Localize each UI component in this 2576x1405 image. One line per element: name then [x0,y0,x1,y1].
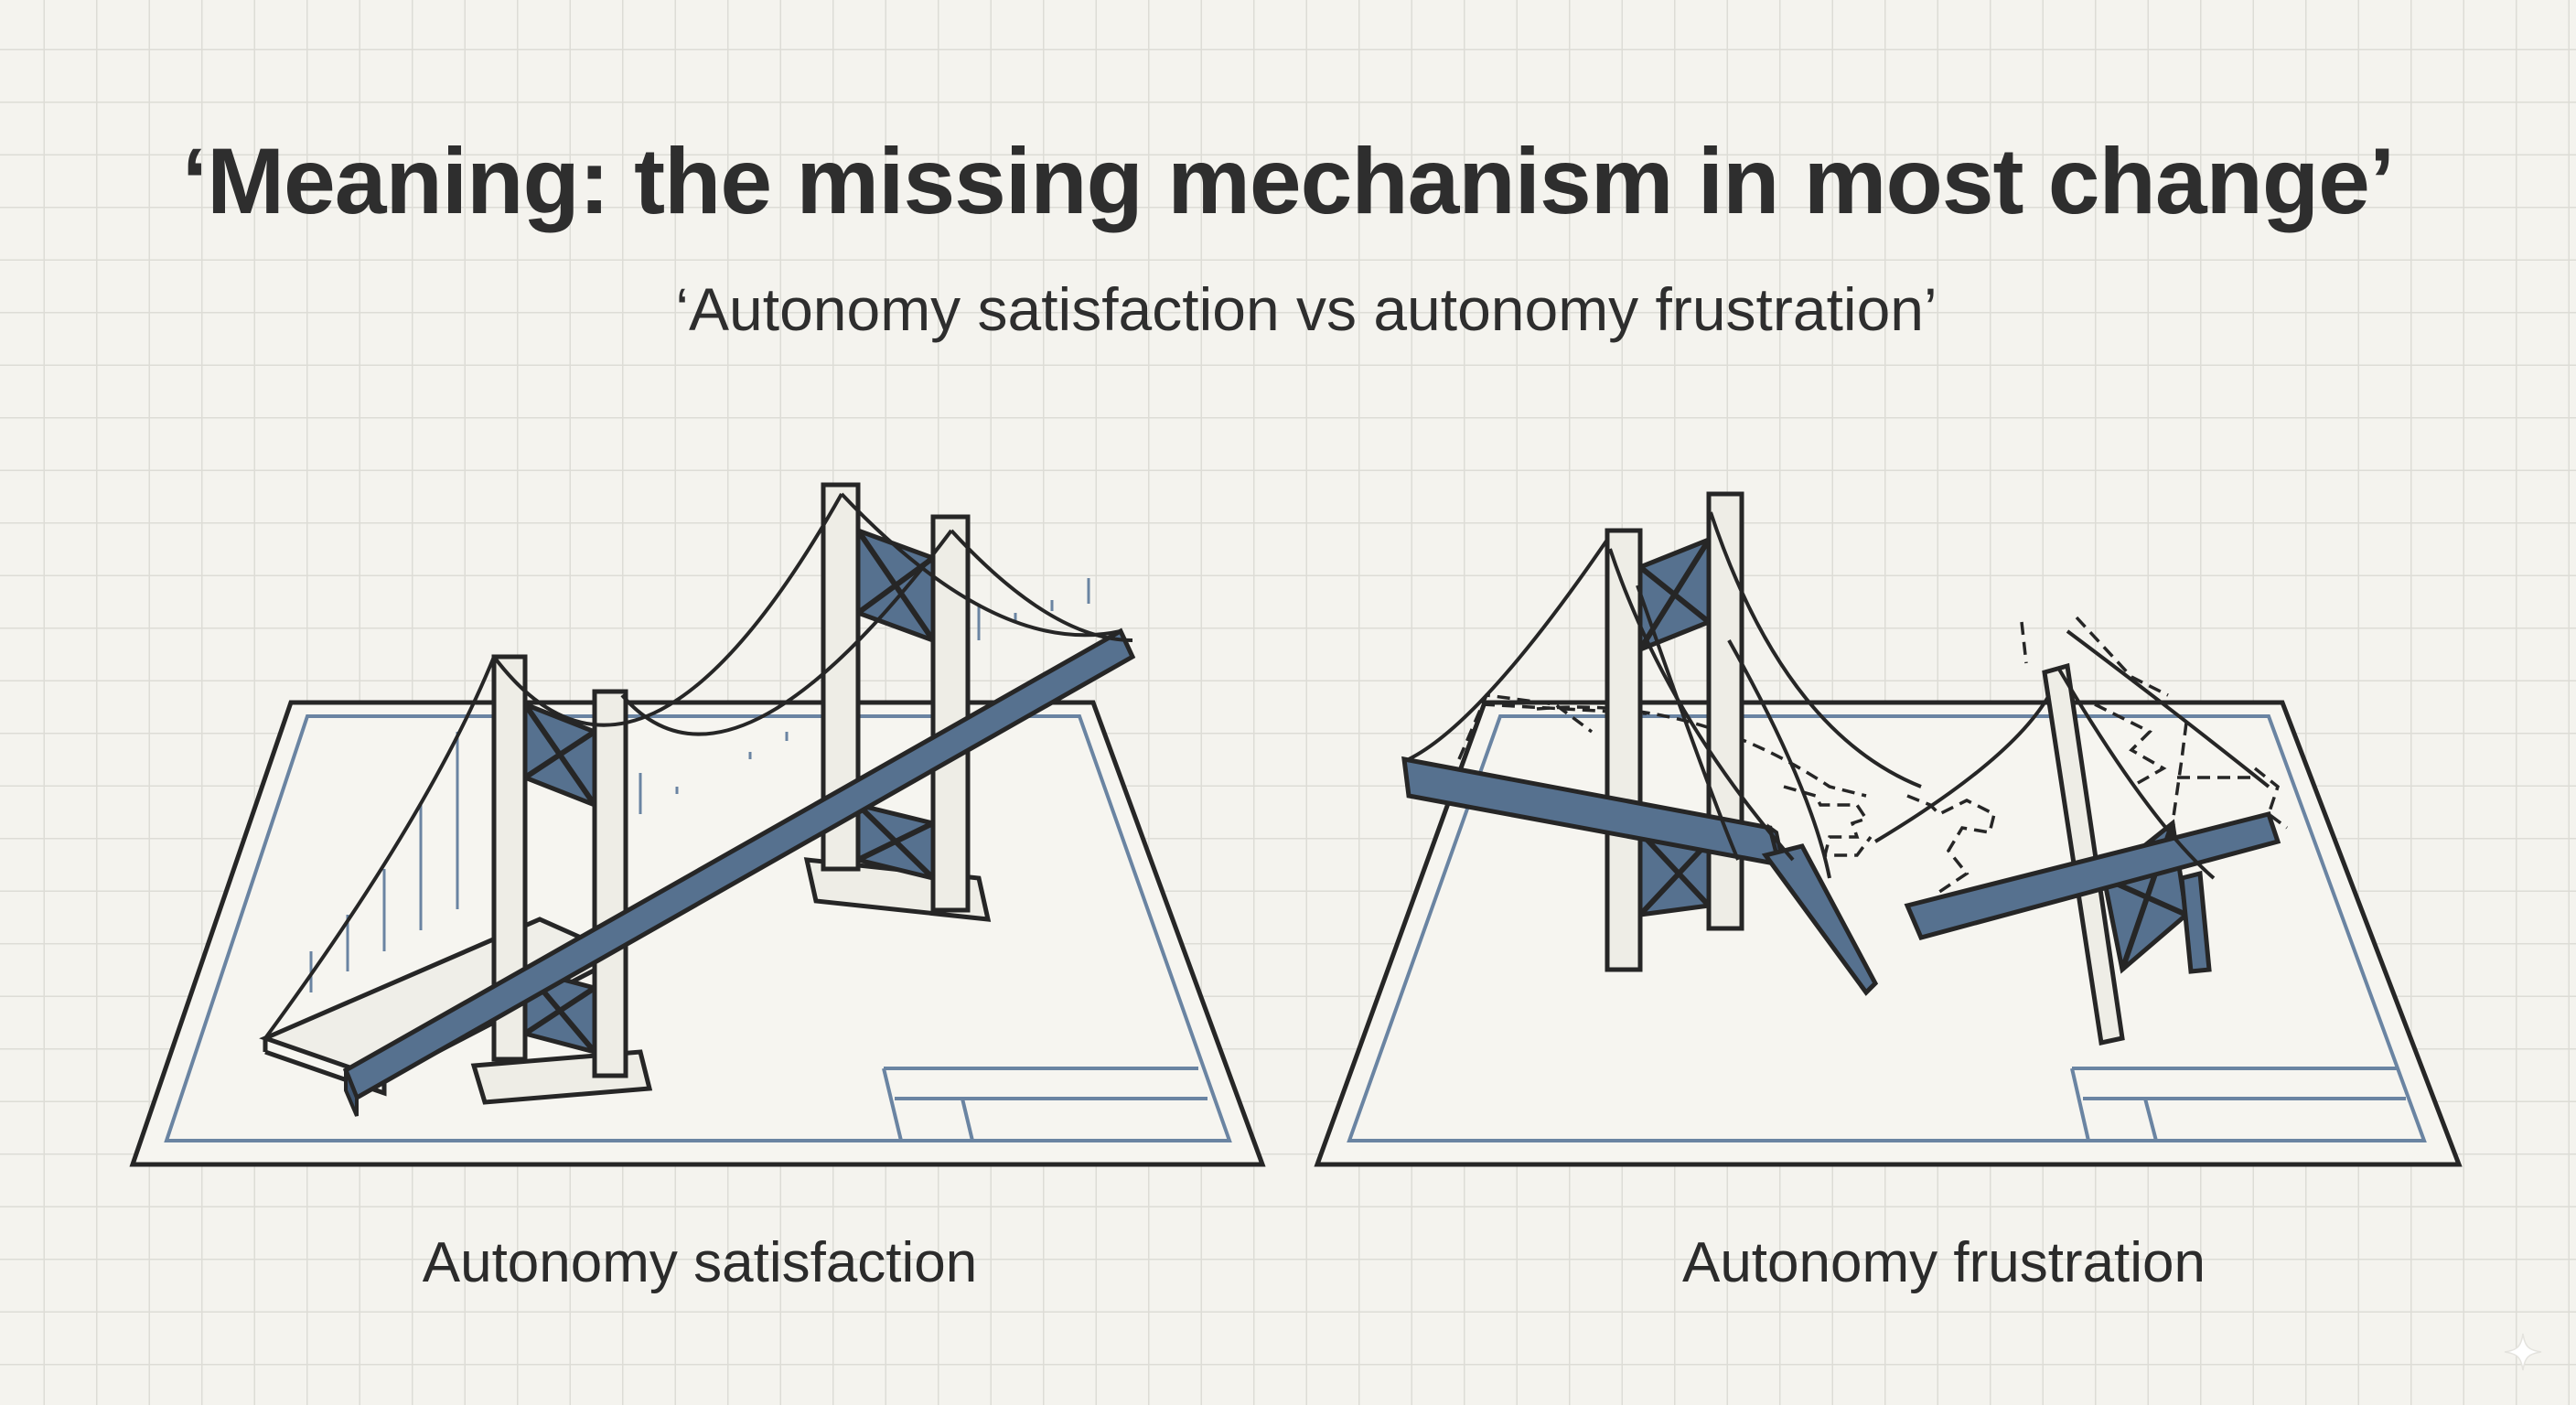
page-title: ‘Meaning: the missing mechanism in most … [181,129,2395,233]
broken-deck-fragment [1761,843,1879,996]
caption-autonomy-frustration: Autonomy frustration [1681,1231,2206,1294]
page-subtitle: ‘Autonomy satisfaction vs autonomy frust… [675,275,1937,343]
main-cables-left [263,492,1133,1040]
ghost-outline-dashed [1457,616,2289,894]
caption-autonomy-satisfaction: Autonomy satisfaction [422,1231,978,1294]
broken-deck-right-section [1904,811,2281,940]
cables-right [1408,511,2270,880]
deck-left [342,627,1136,1117]
blueprint-sheet-left [129,700,1266,1167]
sparkle-icon [2504,1333,2542,1371]
panel-right-illustration [1314,491,2463,1167]
panel-left-illustration [129,482,1266,1167]
